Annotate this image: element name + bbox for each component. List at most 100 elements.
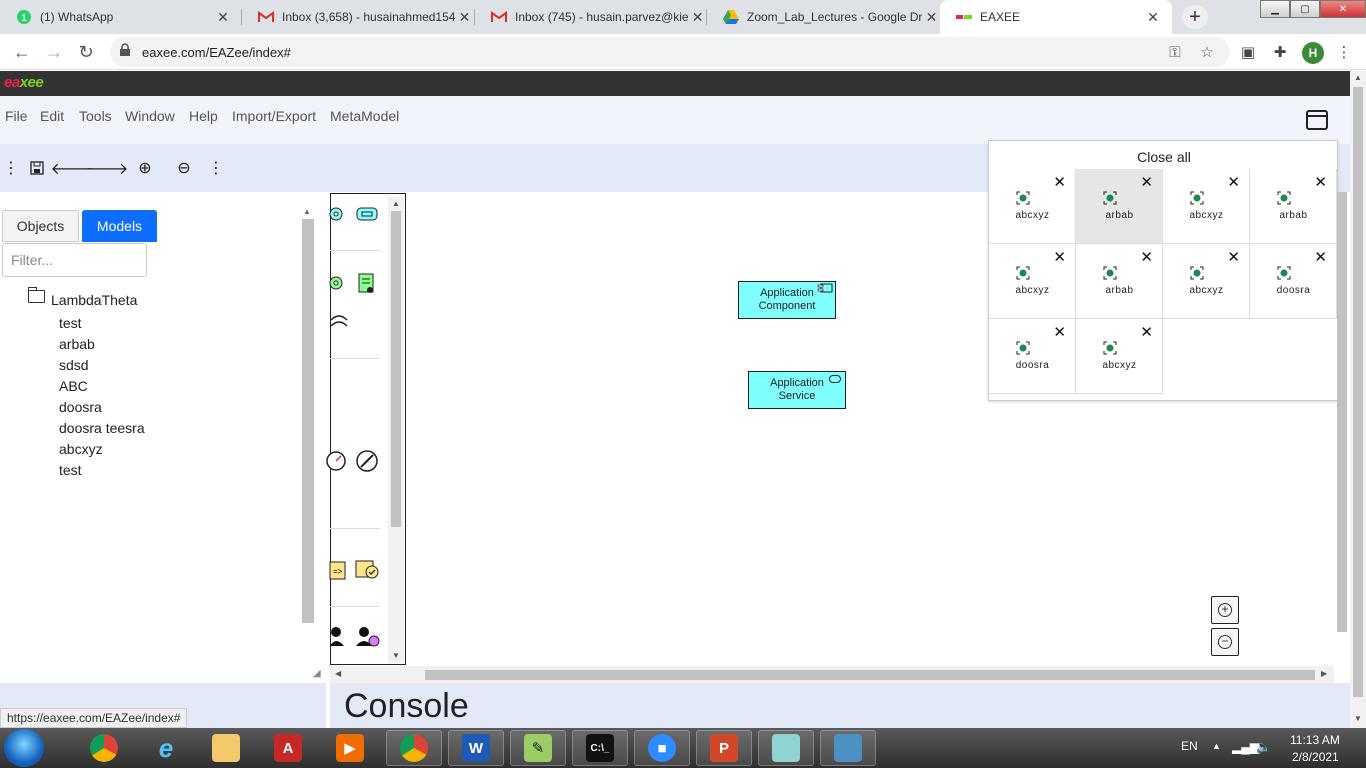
checklist-icon[interactable] [355, 558, 381, 580]
tab-objects[interactable]: Objects [2, 210, 79, 242]
menu-metamodel[interactable]: MetaModel [330, 108, 400, 124]
tab-gmail-1[interactable]: Inbox (3,658) - husainahmed154 ✕ [242, 0, 475, 34]
redo-icon[interactable]: 🡒 [85, 160, 129, 178]
puzzle-icon[interactable]: ✚ [1273, 44, 1287, 61]
canvas-vertical-scrollbar[interactable] [1334, 192, 1350, 665]
key-icon[interactable]: ⚿ [1169, 43, 1181, 61]
drag-handle-icon[interactable]: ⋮ [3, 160, 19, 177]
eaxee-logo[interactable]: eaxee [4, 74, 44, 91]
gauge-icon[interactable] [326, 450, 348, 472]
tree-root[interactable]: LambdaTheta [28, 286, 137, 308]
taskbar-chrome[interactable] [76, 730, 132, 766]
taskbar-chrome-active[interactable] [386, 730, 442, 766]
taskbar-explorer[interactable] [198, 730, 254, 766]
volume-icon[interactable]: 🔈 [1256, 740, 1271, 754]
taskbar-app[interactable] [758, 730, 814, 766]
tree-item[interactable]: test [59, 462, 82, 478]
menu-import-export[interactable]: Import/Export [232, 108, 317, 124]
taskbar-zoom[interactable]: ■ [634, 730, 690, 766]
close-icon[interactable]: ✕ [1140, 324, 1153, 341]
tree-item[interactable]: doosra [59, 399, 102, 415]
save-icon[interactable] [26, 157, 48, 179]
extension-icon[interactable]: ▣ [1240, 44, 1256, 61]
close-tab-icon[interactable]: ✕ [925, 8, 938, 25]
new-tab-button[interactable]: + [1182, 5, 1208, 29]
profile-avatar[interactable]: H [1302, 42, 1324, 64]
canvas-horizontal-scrollbar[interactable]: ◀ ▶ [330, 666, 1334, 683]
taskbar-ie[interactable]: e [138, 730, 194, 766]
clock-time[interactable]: 11:13 AM [1290, 733, 1340, 747]
flow-icon[interactable] [330, 312, 348, 334]
zoom-out-button[interactable]: − [1211, 628, 1239, 656]
close-window-button[interactable]: ✕ [1320, 0, 1366, 18]
close-icon[interactable]: ✕ [1053, 249, 1066, 266]
tree-item[interactable]: ABC [59, 378, 88, 394]
close-tab-icon[interactable]: ✕ [691, 8, 704, 25]
window-tile[interactable]: ✕ doosra [1250, 244, 1337, 319]
window-tile[interactable]: ✕ abcxyz [1163, 244, 1250, 319]
taskbar-photos[interactable] [820, 730, 876, 766]
close-icon[interactable]: ✕ [1053, 324, 1066, 341]
taskbar-pdf[interactable]: A [260, 730, 316, 766]
menu-tools[interactable]: Tools [79, 108, 112, 124]
artifact-icon[interactable] [356, 272, 378, 294]
language-indicator[interactable]: EN [1181, 739, 1198, 753]
back-icon[interactable]: ← [13, 41, 31, 62]
tree-item[interactable]: arbab [59, 336, 95, 352]
close-tab-icon[interactable]: ✕ [1147, 8, 1159, 25]
tab-google-drive[interactable]: Zoom_Lab_Lectures - Google Dr ✕ [707, 0, 940, 34]
forward-icon[interactable]: → [45, 41, 63, 62]
window-tile[interactable]: ✕ arbab [1250, 169, 1337, 244]
gear-icon[interactable] [329, 272, 346, 294]
start-button[interactable] [4, 729, 44, 767]
deliverable-icon[interactable]: => [329, 560, 346, 582]
reload-icon[interactable]: ↻ [78, 41, 94, 62]
signal-icon[interactable]: ▂▄▆ [1232, 740, 1259, 754]
maximize-button[interactable]: ▢ [1290, 0, 1320, 18]
window-tile[interactable]: ✕ abcxyz [989, 169, 1076, 244]
window-tile[interactable]: ✕ abcxyz [1163, 169, 1250, 244]
close-all-button[interactable]: Close all [1137, 149, 1191, 165]
taskbar-word[interactable]: W [448, 730, 504, 766]
resize-grip-icon[interactable]: ◢ [313, 668, 321, 679]
tab-models[interactable]: Models [82, 210, 157, 242]
close-icon[interactable]: ✕ [1053, 174, 1066, 191]
taskbar-cmd[interactable]: C:\_ [572, 730, 628, 766]
more-icon[interactable]: ⋮ [208, 160, 224, 177]
actor-icon[interactable] [330, 626, 346, 648]
zoom-in-button[interactable]: + [1211, 596, 1239, 624]
tab-gmail-2[interactable]: Inbox (745) - husain.parvez@kie ✕ [475, 0, 707, 34]
minimize-button[interactable]: ▁ [1260, 0, 1290, 18]
close-icon[interactable]: ✕ [1314, 174, 1327, 191]
clock-date[interactable]: 2/8/2021 [1292, 750, 1339, 764]
tree-item[interactable]: abcxyz [59, 441, 103, 457]
address-bar[interactable]: eaxee.com/EAZee/index# ⚿ ☆ [110, 37, 1230, 67]
compass-icon[interactable] [356, 450, 378, 472]
close-icon[interactable]: ✕ [1314, 249, 1327, 266]
window-tile[interactable]: ✕ abcxyz [1076, 319, 1163, 394]
menu-help[interactable]: Help [189, 108, 218, 124]
close-icon[interactable]: ✕ [1227, 249, 1240, 266]
console-title[interactable]: Console [344, 687, 469, 725]
window-tile[interactable]: ✕ abcxyz [989, 244, 1076, 319]
undo-icon[interactable]: 🡐 [50, 160, 94, 178]
tab-eaxee[interactable]: EAXEE ✕ [940, 0, 1172, 34]
menu-edit[interactable]: Edit [40, 108, 65, 124]
close-tab-icon[interactable]: ✕ [458, 8, 471, 25]
tray-expand-icon[interactable]: ▲ [1212, 741, 1221, 751]
windows-list-icon[interactable] [1306, 110, 1328, 130]
zoom-in-icon[interactable]: ⊕ [138, 160, 152, 177]
window-tile-selected[interactable]: ✕ arbab [1076, 169, 1163, 244]
palette-scrollbar[interactable]: ▲ ▼ [388, 197, 404, 663]
close-icon[interactable]: ✕ [1227, 174, 1240, 191]
left-panel-scrollbar[interactable]: ▲ [300, 205, 314, 625]
tree-item[interactable]: test [59, 315, 82, 331]
menu-file[interactable]: File [5, 108, 28, 124]
menu-window[interactable]: Window [125, 108, 175, 124]
tree-item[interactable]: doosra teesra [59, 420, 145, 436]
filter-input[interactable] [2, 243, 147, 277]
close-icon[interactable]: ✕ [1140, 174, 1153, 191]
role-icon[interactable] [355, 626, 381, 648]
